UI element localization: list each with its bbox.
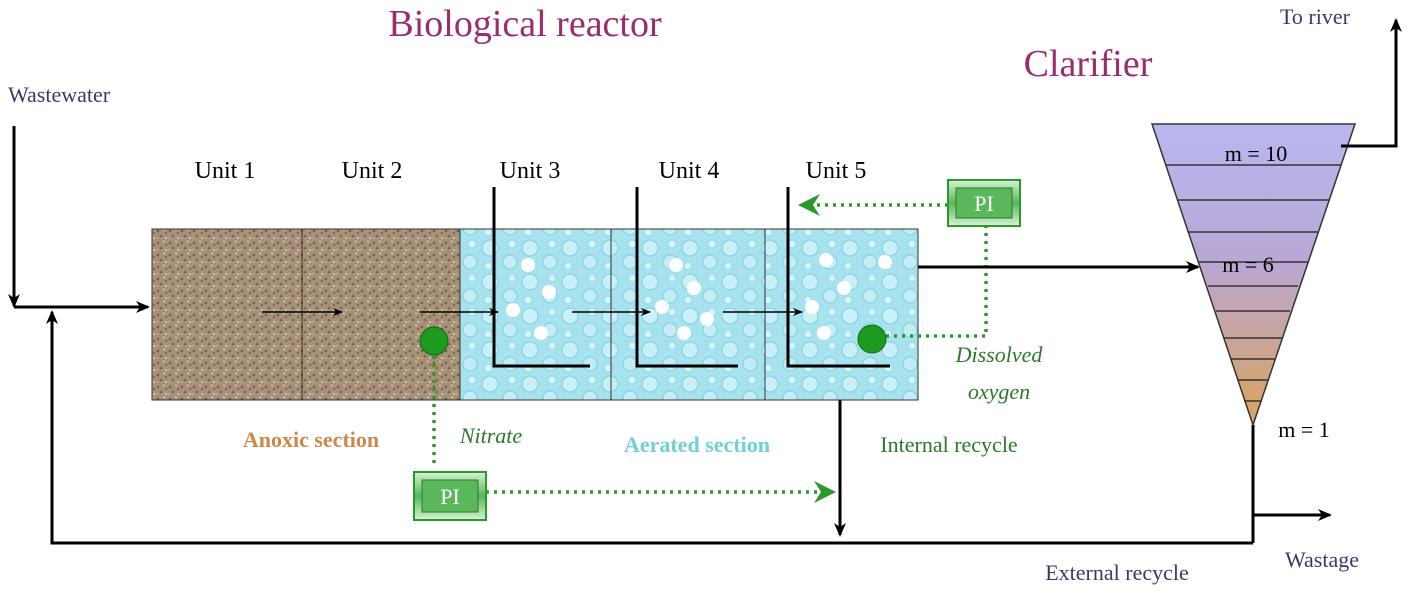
unit-5-label: Unit 5 [806,158,867,184]
dissolved-oxygen-label-2: oxygen [968,379,1030,404]
to-river-label: To river [1280,4,1351,29]
anoxic-unit-2 [301,228,461,401]
dissolved-oxygen-label-1: Dissolved [955,342,1044,367]
control-lines [432,194,988,503]
external-recycle-line [46,310,1253,545]
effluent-line [1341,18,1402,148]
clarifier-layer-top-label: m = 10 [1225,141,1288,166]
pi-controller-nitrate: PI [413,471,487,521]
anoxic-unit-1 [151,228,303,401]
unit-2-label: Unit 2 [342,158,403,184]
internal-recycle-label: Internal recycle [880,432,1017,457]
unit-3-label: Unit 3 [500,158,561,184]
nitrate-sensor [419,326,449,356]
reactor-title: Biological reactor [388,3,662,45]
clarifier-title: Clarifier [1024,43,1153,85]
wastewater-label: Wastewater [8,82,111,107]
unit-4-label: Unit 4 [659,158,720,184]
external-recycle-label: External recycle [1045,560,1189,585]
clarifier-layer-middle-label: m = 6 [1222,252,1274,277]
wastage-label: Wastage [1285,547,1359,572]
diffusers [492,187,890,368]
air-bubbles [506,253,892,340]
aerated-unit-4 [610,228,766,401]
clarifier-layer-bottom-label: m = 1 [1278,417,1330,442]
pi-do-label: PI [974,191,994,216]
aerated-unit-3 [459,228,612,401]
aerated-section-label: Aerated section [624,432,770,457]
aerated-unit-5 [764,228,919,401]
nitrate-label: Nitrate [459,423,523,448]
pi-nitrate-label: PI [440,484,460,509]
anoxic-section-label: Anoxic section [243,427,379,452]
clarifier-layers [1166,164,1341,402]
unit-1-label: Unit 1 [195,158,256,184]
dissolved-oxygen-sensor [857,324,887,354]
pi-controller-do: PI [947,179,1021,227]
